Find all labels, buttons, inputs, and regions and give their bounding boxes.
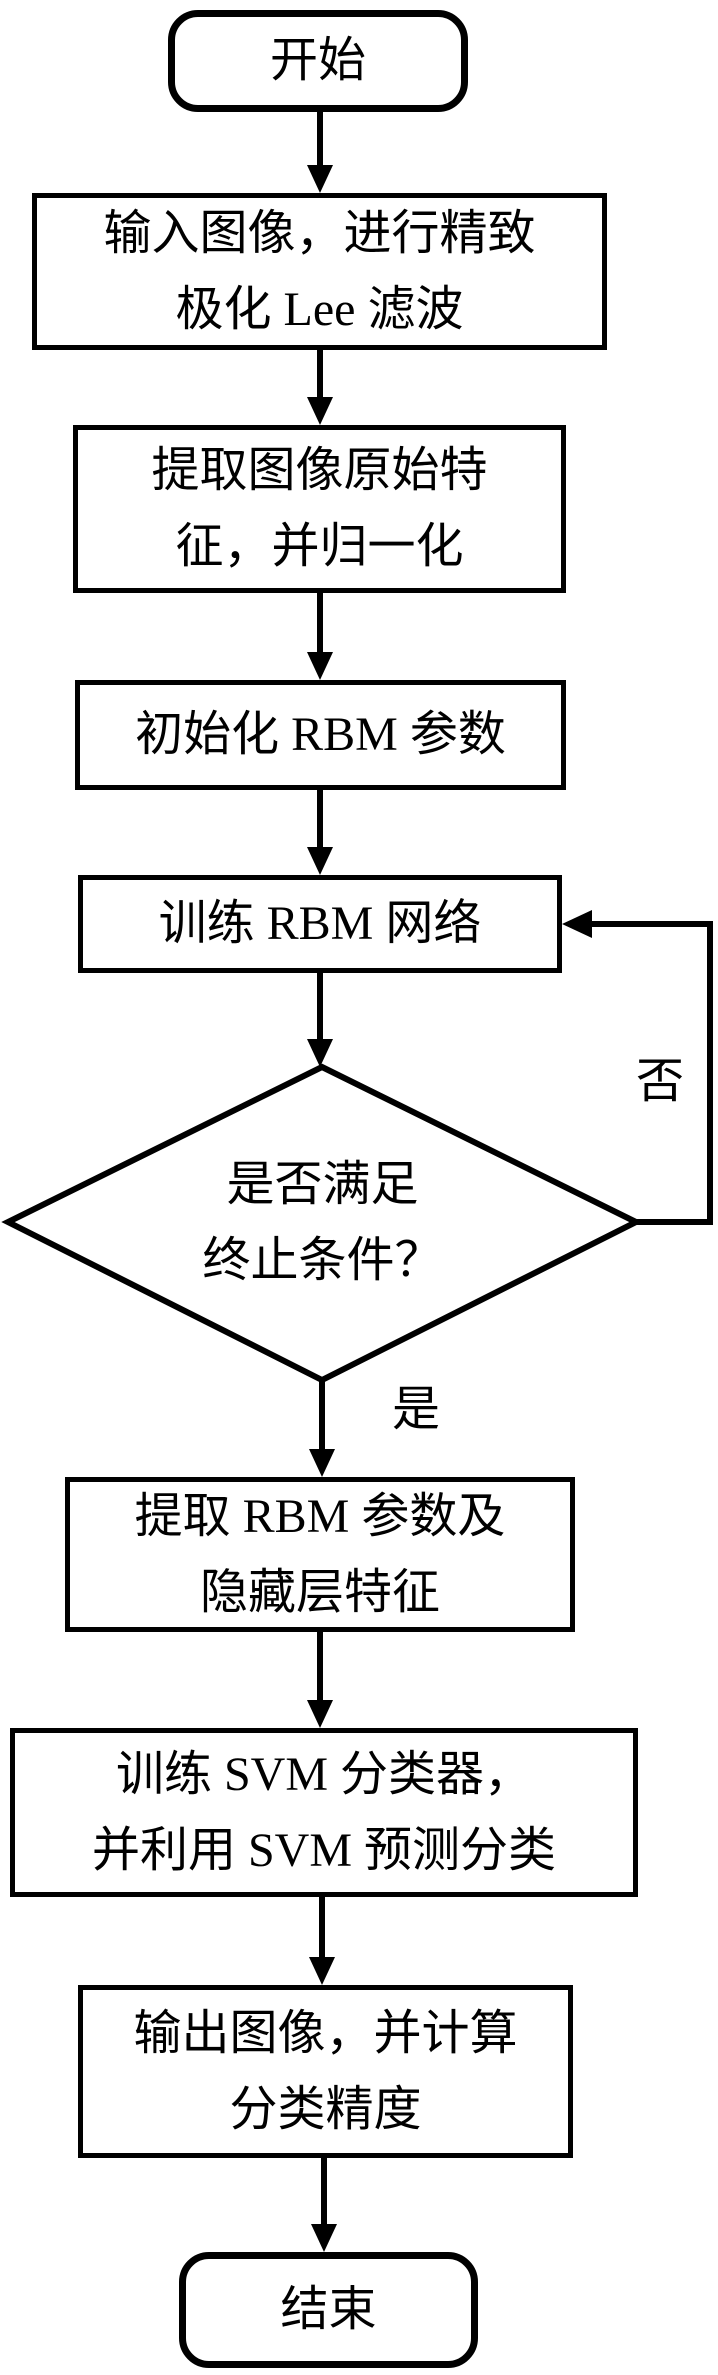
arrowhead-extract-to-init — [307, 652, 333, 680]
node-extract-rbm-features: 提取 RBM 参数及 隐藏层特征 — [65, 1477, 575, 1632]
node-start-label: 开始 — [269, 34, 366, 87]
arrowhead-output-to-end — [311, 2224, 337, 2252]
node-start: 开始 — [168, 10, 468, 112]
node-extract-rbm-features-label: 提取 RBM 参数及 隐藏层特征 — [134, 1489, 506, 1619]
node-end-label: 结束 — [280, 2283, 377, 2336]
node-init-rbm: 初始化 RBM 参数 — [75, 680, 566, 790]
node-extract-normalize: 提取图像原始特 征，并归一化 — [73, 425, 566, 593]
loop-no-path — [590, 921, 713, 1225]
node-train-rbm: 训练 RBM 网络 — [78, 875, 562, 973]
branch-label-yes: 是 — [391, 1383, 440, 1436]
arrowhead-extract-rbm-to-svm — [307, 1700, 333, 1728]
node-termination-check-label: 是否满足 终止条件？ — [202, 1157, 443, 1287]
arrowhead-input-to-extract — [307, 397, 333, 425]
node-end: 结束 — [179, 2252, 478, 2368]
node-output-accuracy-label: 输出图像，并计算 分类精度 — [133, 2006, 518, 2136]
node-train-svm: 训练 SVM 分类器， 并利用 SVM 预测分类 — [10, 1728, 638, 1897]
node-train-svm-label: 训练 SVM 分类器， 并利用 SVM 预测分类 — [91, 1747, 557, 1877]
node-init-rbm-label: 初始化 RBM 参数 — [135, 708, 506, 761]
arrowhead-train-to-decision — [307, 1039, 333, 1067]
node-termination-check: 是否满足 终止条件？ — [155, 1140, 490, 1305]
arrowhead-svm-to-output — [309, 1957, 335, 1985]
arrowhead-decision-to-extract-rbm — [309, 1449, 335, 1477]
arrowhead-loop-no — [562, 910, 592, 938]
node-input-filter-label: 输入图像，进行精致 极化 Lee 滤波 — [103, 206, 536, 336]
node-output-accuracy: 输出图像，并计算 分类精度 — [78, 1985, 573, 2158]
arrowhead-init-to-train — [307, 847, 333, 875]
node-train-rbm-label: 训练 RBM 网络 — [158, 897, 482, 950]
arrowhead-start-to-input — [307, 165, 333, 193]
node-input-filter: 输入图像，进行精致 极化 Lee 滤波 — [32, 193, 607, 350]
branch-label-no: 否 — [635, 1055, 684, 1108]
node-extract-normalize-label: 提取图像原始特 征，并归一化 — [151, 444, 488, 573]
